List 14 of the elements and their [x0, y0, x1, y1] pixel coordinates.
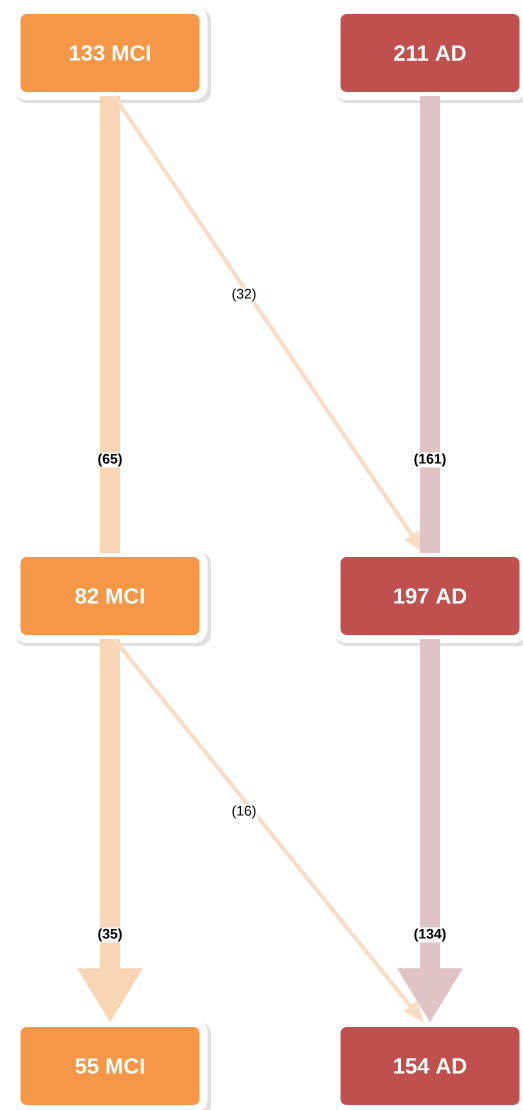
state-box: 55 MCI [12, 1019, 211, 1110]
edge-label: (16) [230, 804, 258, 820]
state-box: 211 AD [332, 6, 523, 103]
edge-label: (65) [96, 452, 124, 468]
state-box: 154 AD [332, 1019, 523, 1110]
state-box: 133 MCI [12, 6, 211, 103]
flow-band [100, 96, 120, 553]
edge-label: (134) [412, 927, 448, 943]
state-box: 82 MCI [12, 549, 211, 646]
flow-band [420, 96, 440, 553]
edge-label: (35) [96, 927, 124, 943]
state-box: 197 AD [332, 549, 523, 646]
edge-label: (161) [412, 452, 448, 468]
edge-label: (32) [230, 287, 258, 303]
